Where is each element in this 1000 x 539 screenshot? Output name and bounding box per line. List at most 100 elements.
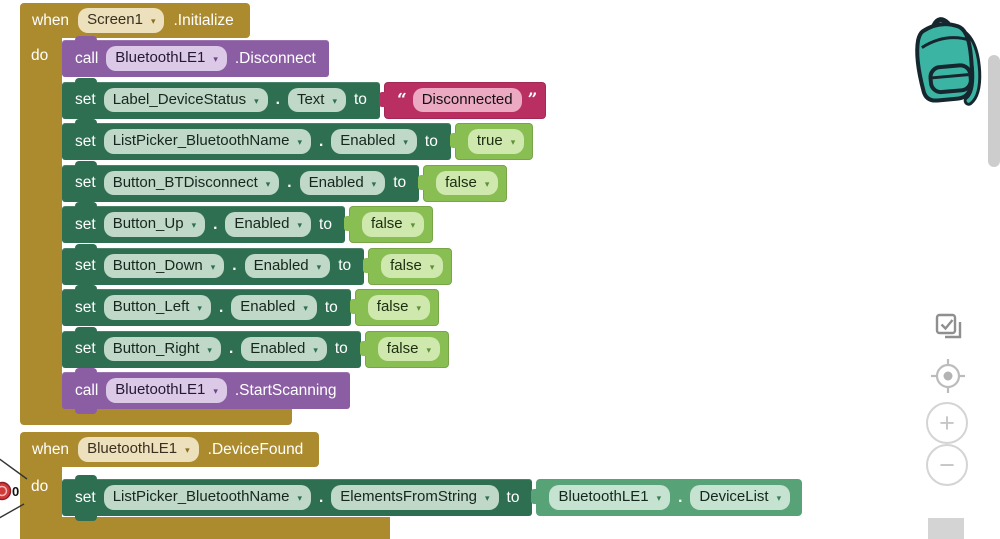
dropdown-arrow-icon: ▾ xyxy=(429,261,435,272)
event-block-spine[interactable]: do xyxy=(20,467,62,517)
logic-value-dropdown[interactable]: false ▾ xyxy=(361,212,425,237)
method-label: .StartScanning xyxy=(234,381,337,399)
set-enabled-block[interactable]: set Button_Up ▾ . Enabled ▾ to xyxy=(62,202,345,243)
component-dropdown[interactable]: Button_BTDisconnect ▾ xyxy=(103,170,280,196)
set-label: set xyxy=(75,257,96,274)
set-enabled-block[interactable]: set Button_BTDisconnect ▾ . Enabled ▾ to xyxy=(62,160,420,202)
property-dropdown[interactable]: Enabled ▾ xyxy=(241,336,327,362)
property-dropdown[interactable]: Enabled ▾ xyxy=(225,212,312,237)
dropdown-arrow-icon: ▾ xyxy=(332,95,337,106)
do-label: do xyxy=(31,47,49,64)
dropdown-arrow-icon: ▾ xyxy=(207,344,212,355)
property-dropdown[interactable]: Enabled ▾ xyxy=(331,129,417,154)
call-label: call xyxy=(75,49,99,67)
to-label: to xyxy=(393,174,407,191)
component-dropdown[interactable]: ListPicker_BluetoothName ▾ xyxy=(103,129,311,154)
set-enabled-block[interactable]: set Button_Down ▾ . Enabled ▾ to xyxy=(62,243,365,285)
logic-false-block[interactable]: false ▾ xyxy=(418,164,508,202)
event-block-foot[interactable] xyxy=(20,517,390,539)
dot-separator: . xyxy=(218,298,224,316)
vertical-scrollbar-thumb[interactable] xyxy=(988,55,1000,167)
logic-false-block[interactable]: false ▾ xyxy=(363,247,453,285)
when-screen1-initialize-block[interactable]: when Screen1 ▾ .Initialize xyxy=(20,3,250,38)
dropdown-arrow-icon: ▾ xyxy=(213,54,218,64)
when-devicefound-block[interactable]: when BluetoothLE1 ▾ .DeviceFound xyxy=(20,432,320,467)
call-startscanning-block[interactable]: call BluetoothLE1 ▾ .StartScanning xyxy=(62,368,350,414)
set-label: set xyxy=(75,340,96,357)
method-label: .Disconnect xyxy=(234,49,316,67)
logic-value-dropdown[interactable]: false ▾ xyxy=(381,253,444,279)
set-text-block[interactable]: set Label_DeviceStatus ▾ . Text ▾ to xyxy=(62,77,380,119)
logic-false-block[interactable]: false ▾ xyxy=(343,206,434,243)
event-block-spine[interactable]: do xyxy=(20,38,62,406)
dropdown-arrow-icon: ▾ xyxy=(410,220,416,230)
component-dropdown[interactable]: Button_Left ▾ xyxy=(103,295,211,320)
set-label: set xyxy=(75,174,96,191)
dropdown-arrow-icon: ▾ xyxy=(213,386,218,396)
call-disconnect-block[interactable]: call BluetoothLE1 ▾ .Disconnect xyxy=(62,36,329,77)
logic-value-dropdown[interactable]: false ▾ xyxy=(377,336,441,362)
dropdown-arrow-icon: ▾ xyxy=(371,178,377,189)
set-label: set xyxy=(75,215,96,233)
logic-value-dropdown[interactable]: false ▾ xyxy=(367,295,431,320)
error-count: 0 xyxy=(12,484,19,499)
component-dropdown[interactable]: BluetoothLE1 ▾ xyxy=(78,437,199,462)
dot-separator: . xyxy=(232,257,237,274)
set-enabled-block[interactable]: set ListPicker_BluetoothName ▾ . Enabled… xyxy=(62,119,451,160)
to-label: to xyxy=(324,298,338,316)
property-dropdown[interactable]: Text ▾ xyxy=(287,87,346,113)
dropdown-arrow-icon: ▾ xyxy=(265,178,271,189)
dot-separator: . xyxy=(228,340,234,357)
center-workspace-icon[interactable] xyxy=(928,356,968,396)
component-dropdown[interactable]: Button_Up ▾ xyxy=(103,212,206,237)
when-label: when xyxy=(32,11,70,29)
logic-false-block[interactable]: false ▾ xyxy=(349,289,440,326)
dropdown-arrow-icon: ▾ xyxy=(197,303,202,313)
minus-icon: − xyxy=(939,449,955,480)
component-dropdown[interactable]: ListPicker_BluetoothName ▾ xyxy=(103,485,311,510)
to-label: to xyxy=(338,257,352,274)
dropdown-arrow-icon: ▾ xyxy=(297,493,302,503)
zoom-in-button[interactable]: + xyxy=(926,402,968,444)
backpack-icon[interactable] xyxy=(893,10,989,108)
set-enabled-block[interactable]: set Button_Right ▾ . Enabled ▾ to xyxy=(62,326,361,368)
dropdown-arrow-icon: ▾ xyxy=(297,220,303,230)
component-dropdown[interactable]: Screen1 ▾ xyxy=(78,8,165,33)
component-dropdown[interactable]: BluetoothLE1 ▾ xyxy=(549,485,671,510)
dropdown-arrow-icon: ▾ xyxy=(313,344,318,355)
property-dropdown[interactable]: Enabled ▾ xyxy=(231,295,317,320)
property-dropdown[interactable]: ElementsFromString ▾ xyxy=(331,485,499,510)
dot-separator: . xyxy=(213,215,218,233)
dropdown-arrow-icon: ▾ xyxy=(210,261,216,272)
set-elementsfromstring-block[interactable]: set ListPicker_BluetoothName ▾ . Element… xyxy=(62,475,533,521)
trash-can[interactable] xyxy=(928,518,964,539)
component-dropdown[interactable]: Button_Down ▾ xyxy=(103,253,225,279)
component-dropdown[interactable]: Button_Right ▾ xyxy=(103,336,221,362)
property-dropdown[interactable]: Enabled ▾ xyxy=(299,170,386,196)
checkbox-layers-icon[interactable] xyxy=(933,311,965,343)
logic-true-block[interactable]: true ▾ xyxy=(449,123,534,160)
property-dropdown[interactable]: Enabled ▾ xyxy=(244,253,331,279)
component-dropdown[interactable]: Label_DeviceStatus ▾ xyxy=(103,87,268,113)
logic-value-dropdown[interactable]: true ▾ xyxy=(467,129,525,154)
close-quote: ” xyxy=(527,90,538,110)
error-indicator[interactable]: 0 xyxy=(0,455,32,539)
property-dropdown[interactable]: DeviceList ▾ xyxy=(690,485,791,510)
dropdown-arrow-icon: ▾ xyxy=(485,493,490,503)
getter-devicelist-block[interactable]: BluetoothLE1 ▾ . DeviceList ▾ xyxy=(531,479,803,516)
dropdown-arrow-icon: ▾ xyxy=(254,95,259,106)
open-quote: “ xyxy=(396,90,407,110)
zoom-out-button[interactable]: − xyxy=(926,444,968,486)
to-label: to xyxy=(319,215,332,233)
dropdown-arrow-icon: ▾ xyxy=(191,220,197,230)
text-string-field[interactable]: Disconnected xyxy=(412,87,522,113)
logic-false-block[interactable]: false ▾ xyxy=(359,330,450,368)
dropdown-arrow-icon: ▾ xyxy=(403,137,408,147)
component-dropdown[interactable]: BluetoothLE1 ▾ xyxy=(106,46,227,71)
set-enabled-block[interactable]: set Button_Left ▾ . Enabled ▾ to xyxy=(62,285,351,326)
component-dropdown[interactable]: BluetoothLE1 ▾ xyxy=(106,378,227,403)
dropdown-arrow-icon: ▾ xyxy=(776,493,782,503)
logic-value-dropdown[interactable]: false ▾ xyxy=(436,170,499,196)
text-string-block[interactable]: “ Disconnected ” xyxy=(378,81,547,119)
